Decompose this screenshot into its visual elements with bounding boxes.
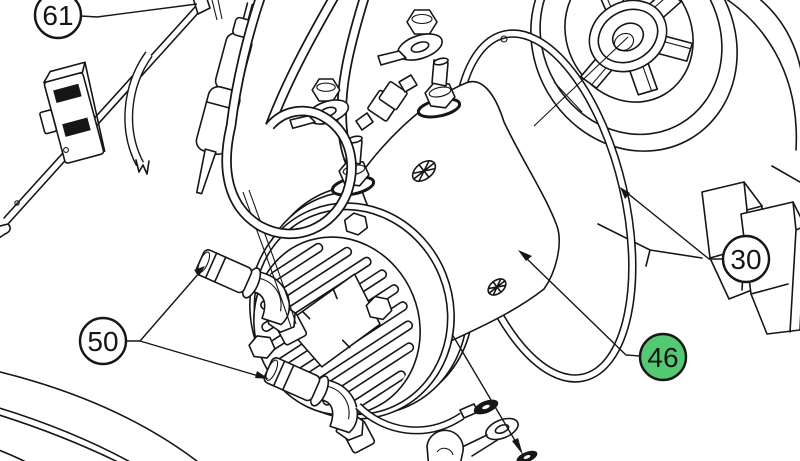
callout-30-circle[interactable] xyxy=(721,234,771,284)
art-rect xyxy=(53,83,82,104)
art-path xyxy=(301,288,351,349)
art-group xyxy=(39,61,106,164)
art-path xyxy=(355,112,374,131)
art-path xyxy=(426,429,464,461)
art-path xyxy=(272,360,295,391)
art-path xyxy=(248,335,276,359)
art-path xyxy=(759,0,800,70)
callout-61[interactable]: 61 xyxy=(33,0,198,40)
art-path xyxy=(84,61,106,153)
art-path xyxy=(223,0,355,238)
callout-50-circle[interactable] xyxy=(78,316,128,366)
callout-50-label: 50 xyxy=(87,326,118,357)
drum-arcs xyxy=(0,371,199,461)
art-path xyxy=(256,277,282,312)
connector-block xyxy=(39,61,106,164)
art-path xyxy=(553,81,583,113)
art-path xyxy=(0,414,118,461)
art-path xyxy=(311,78,341,102)
art-path xyxy=(324,385,350,420)
art-path xyxy=(80,3,198,18)
art-ellipse xyxy=(523,454,531,460)
art-circle xyxy=(500,35,508,43)
art-rect xyxy=(39,109,58,135)
art-path xyxy=(204,252,227,283)
art-path xyxy=(289,114,316,130)
art-path xyxy=(192,0,211,15)
callout-61-circle[interactable] xyxy=(33,0,83,40)
callout-30[interactable]: 30 xyxy=(620,187,771,284)
art-path xyxy=(512,438,523,455)
art-ellipse xyxy=(433,57,449,66)
hose-elbow-fittings xyxy=(195,249,376,454)
art-circle xyxy=(63,147,69,153)
art-ellipse xyxy=(411,13,433,25)
art-path xyxy=(522,254,641,357)
art-path xyxy=(125,52,152,166)
art-path xyxy=(625,191,723,260)
bolt-pack xyxy=(355,74,418,131)
art-ellipse xyxy=(613,32,635,52)
art-path xyxy=(365,295,393,321)
art-path xyxy=(139,340,263,378)
art-path xyxy=(266,0,337,128)
art-ellipse xyxy=(316,82,336,92)
art-path xyxy=(0,449,26,461)
art-ellipse xyxy=(265,359,279,381)
art-path xyxy=(195,148,217,195)
art-path xyxy=(3,6,201,225)
callout-50[interactable]: 50 xyxy=(78,266,269,379)
art-path xyxy=(211,0,223,21)
art-path xyxy=(0,223,11,239)
art-path xyxy=(451,333,521,450)
art-rect xyxy=(378,81,408,111)
art-path xyxy=(597,223,703,267)
hose-loop xyxy=(124,0,357,240)
art-rect xyxy=(62,117,91,137)
ground-cable xyxy=(355,333,538,461)
art-group xyxy=(411,160,437,182)
art-path xyxy=(343,212,369,236)
art-path xyxy=(412,161,436,181)
art-path xyxy=(283,273,381,368)
callout-61-label: 61 xyxy=(42,0,73,31)
art-circle xyxy=(14,200,20,206)
callout-30-label: 30 xyxy=(730,244,761,275)
art-path xyxy=(518,250,532,261)
art-group xyxy=(195,249,308,346)
art-path xyxy=(750,201,800,333)
art-ellipse xyxy=(482,404,490,410)
art-path xyxy=(0,371,199,461)
art-path xyxy=(406,9,438,35)
art-path xyxy=(436,447,454,456)
callout-46[interactable]: 46 xyxy=(518,250,688,382)
art-path xyxy=(125,271,201,342)
art-path xyxy=(0,407,131,461)
art-path xyxy=(194,266,205,276)
callout-46-label: 46 xyxy=(647,342,678,373)
body-screws xyxy=(411,160,507,296)
art-path xyxy=(242,189,297,328)
art-path xyxy=(377,50,407,66)
cap-bolts xyxy=(248,212,393,359)
art-path xyxy=(726,0,798,151)
callout-46-highlight[interactable] xyxy=(638,332,688,382)
art-group xyxy=(263,357,376,454)
art-path xyxy=(318,379,359,434)
art-ellipse xyxy=(494,423,510,435)
art-path xyxy=(135,159,150,175)
art-ellipse xyxy=(516,450,538,461)
art-group xyxy=(487,278,507,296)
art-path xyxy=(356,404,464,433)
art-ellipse xyxy=(428,86,452,98)
art-ellipse xyxy=(410,41,430,53)
art-path xyxy=(255,371,269,379)
art-path xyxy=(620,187,630,199)
art-path xyxy=(771,165,800,183)
art-path xyxy=(424,81,456,109)
art-path xyxy=(533,36,629,127)
art-path xyxy=(398,74,418,93)
art-path xyxy=(488,279,506,295)
